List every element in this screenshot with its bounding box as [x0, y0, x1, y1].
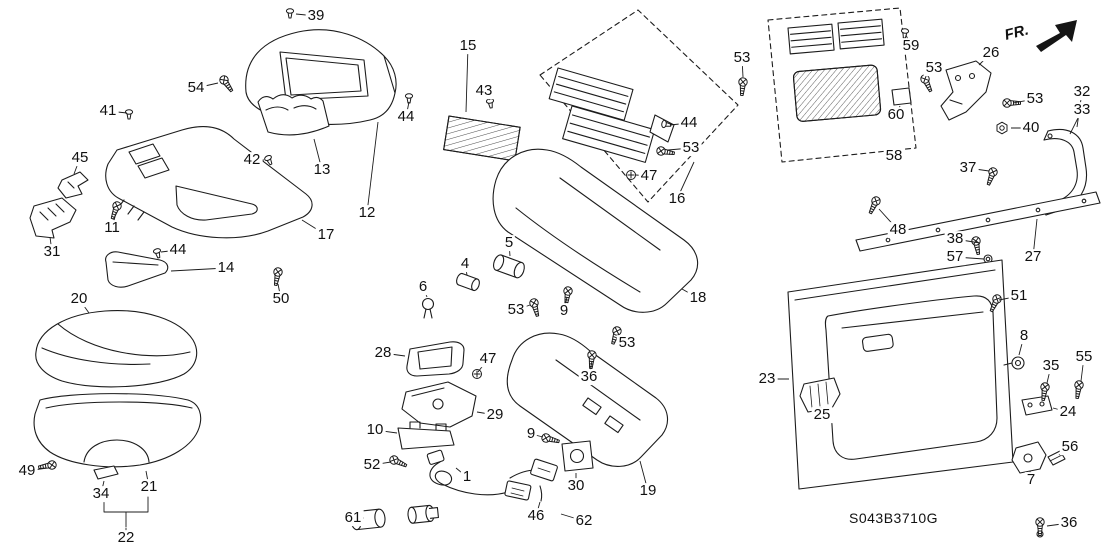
- part-lighter-61: [350, 504, 439, 531]
- part-pad-34: [93, 465, 119, 480]
- part-pin-56: [1047, 450, 1066, 466]
- part-wire-harness: [426, 449, 558, 502]
- fr-direction-label: FR.: [1003, 22, 1031, 44]
- part-bracket-10: [397, 421, 455, 450]
- part-bracket-26: [940, 60, 992, 121]
- fr-arrow: [1036, 20, 1077, 52]
- part-bracket-7: [1011, 441, 1047, 474]
- part-tray-28: [406, 341, 465, 377]
- part-trim-strip-14: [105, 251, 169, 288]
- part-dash-left-panel: [105, 126, 313, 239]
- part-column-lower-cover: [33, 393, 202, 468]
- part-heater-vent-panel-58: [767, 7, 917, 163]
- part-side-vent-44: [443, 115, 521, 162]
- part-plate-24: [1021, 395, 1053, 416]
- part-center-lower-cover-18: [492, 148, 699, 313]
- diagram-code: S043B3710G: [849, 510, 939, 526]
- bracket-line-22: [103, 496, 149, 528]
- part-plate-30: [561, 440, 594, 472]
- part-bracket-45: [57, 171, 89, 199]
- part-knob-8: [1003, 356, 1025, 370]
- part-grommet-57: [983, 254, 993, 264]
- part-socket-4: [456, 272, 480, 292]
- part-knob-5: [493, 254, 525, 279]
- part-lower-cover-19: [506, 332, 669, 467]
- part-bracket-29: [401, 381, 477, 428]
- part-clip-6: [421, 297, 435, 319]
- part-column-upper-cover: [35, 309, 198, 388]
- part-glove-box-23: [787, 259, 1014, 490]
- part-bracket-31: [29, 197, 77, 239]
- part-center-vent-assembly: [539, 9, 739, 203]
- part-cluster-lower-trim: [257, 94, 330, 136]
- part-rail-27: [855, 191, 1101, 252]
